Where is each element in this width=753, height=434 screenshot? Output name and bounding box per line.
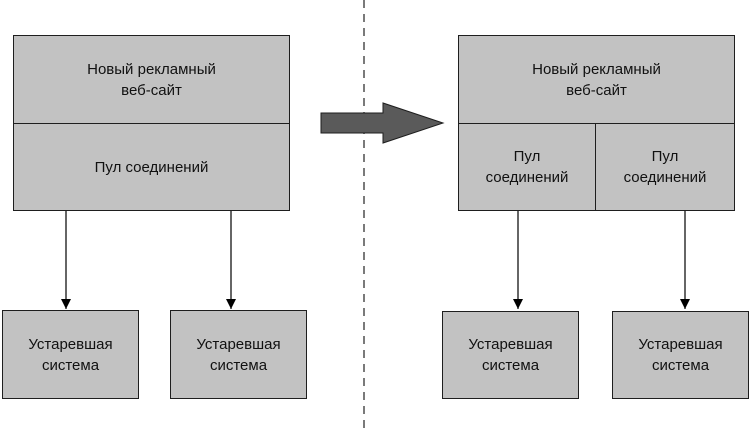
left-system-2-line1: Устаревшая xyxy=(196,335,281,353)
right-arrow-icon xyxy=(320,102,445,144)
right-pool-2-line1: Пул xyxy=(651,148,679,165)
left-legacy-system-2: Устаревшая система xyxy=(170,310,307,399)
right-website-block: Новый рекламный веб-сайт Пул соединений … xyxy=(458,35,735,211)
right-system-2-line1: Устаревшая xyxy=(638,336,723,353)
right-website-cell: Новый рекламный веб-сайт xyxy=(459,36,734,124)
right-pool-2-line2: соединений xyxy=(623,169,707,186)
right-website-line1: Новый рекламный xyxy=(532,60,661,78)
left-pool-cell: Пул соединений xyxy=(14,124,289,210)
right-website-line2: веб-сайт xyxy=(566,81,627,99)
right-pool-1-line1: Пул xyxy=(513,148,541,165)
right-pool-cell-1: Пул соединений xyxy=(459,124,596,210)
left-website-block: Новый рекламный веб-сайт Пул соединений xyxy=(13,35,290,211)
left-pool-label: Пул соединений xyxy=(94,158,209,176)
right-system-1-line2: система xyxy=(481,357,540,374)
left-system-2-line2: система xyxy=(209,356,268,374)
right-legacy-system-2: Устаревшая система xyxy=(612,311,749,399)
right-system-2-line2: система xyxy=(651,357,710,374)
right-system-1-line1: Устаревшая xyxy=(468,336,553,353)
left-website-cell: Новый рекламный веб-сайт xyxy=(14,36,289,124)
left-website-line1: Новый рекламный xyxy=(87,60,216,78)
right-pool-cell-2: Пул соединений xyxy=(596,124,734,210)
left-legacy-system-1: Устаревшая система xyxy=(2,310,139,399)
left-website-line2: веб-сайт xyxy=(121,81,182,99)
right-pool-1-line2: соединений xyxy=(485,169,569,186)
left-system-1-line2: система xyxy=(41,356,100,374)
right-legacy-system-1: Устаревшая система xyxy=(442,311,579,399)
left-system-1-line1: Устаревшая xyxy=(28,335,113,353)
